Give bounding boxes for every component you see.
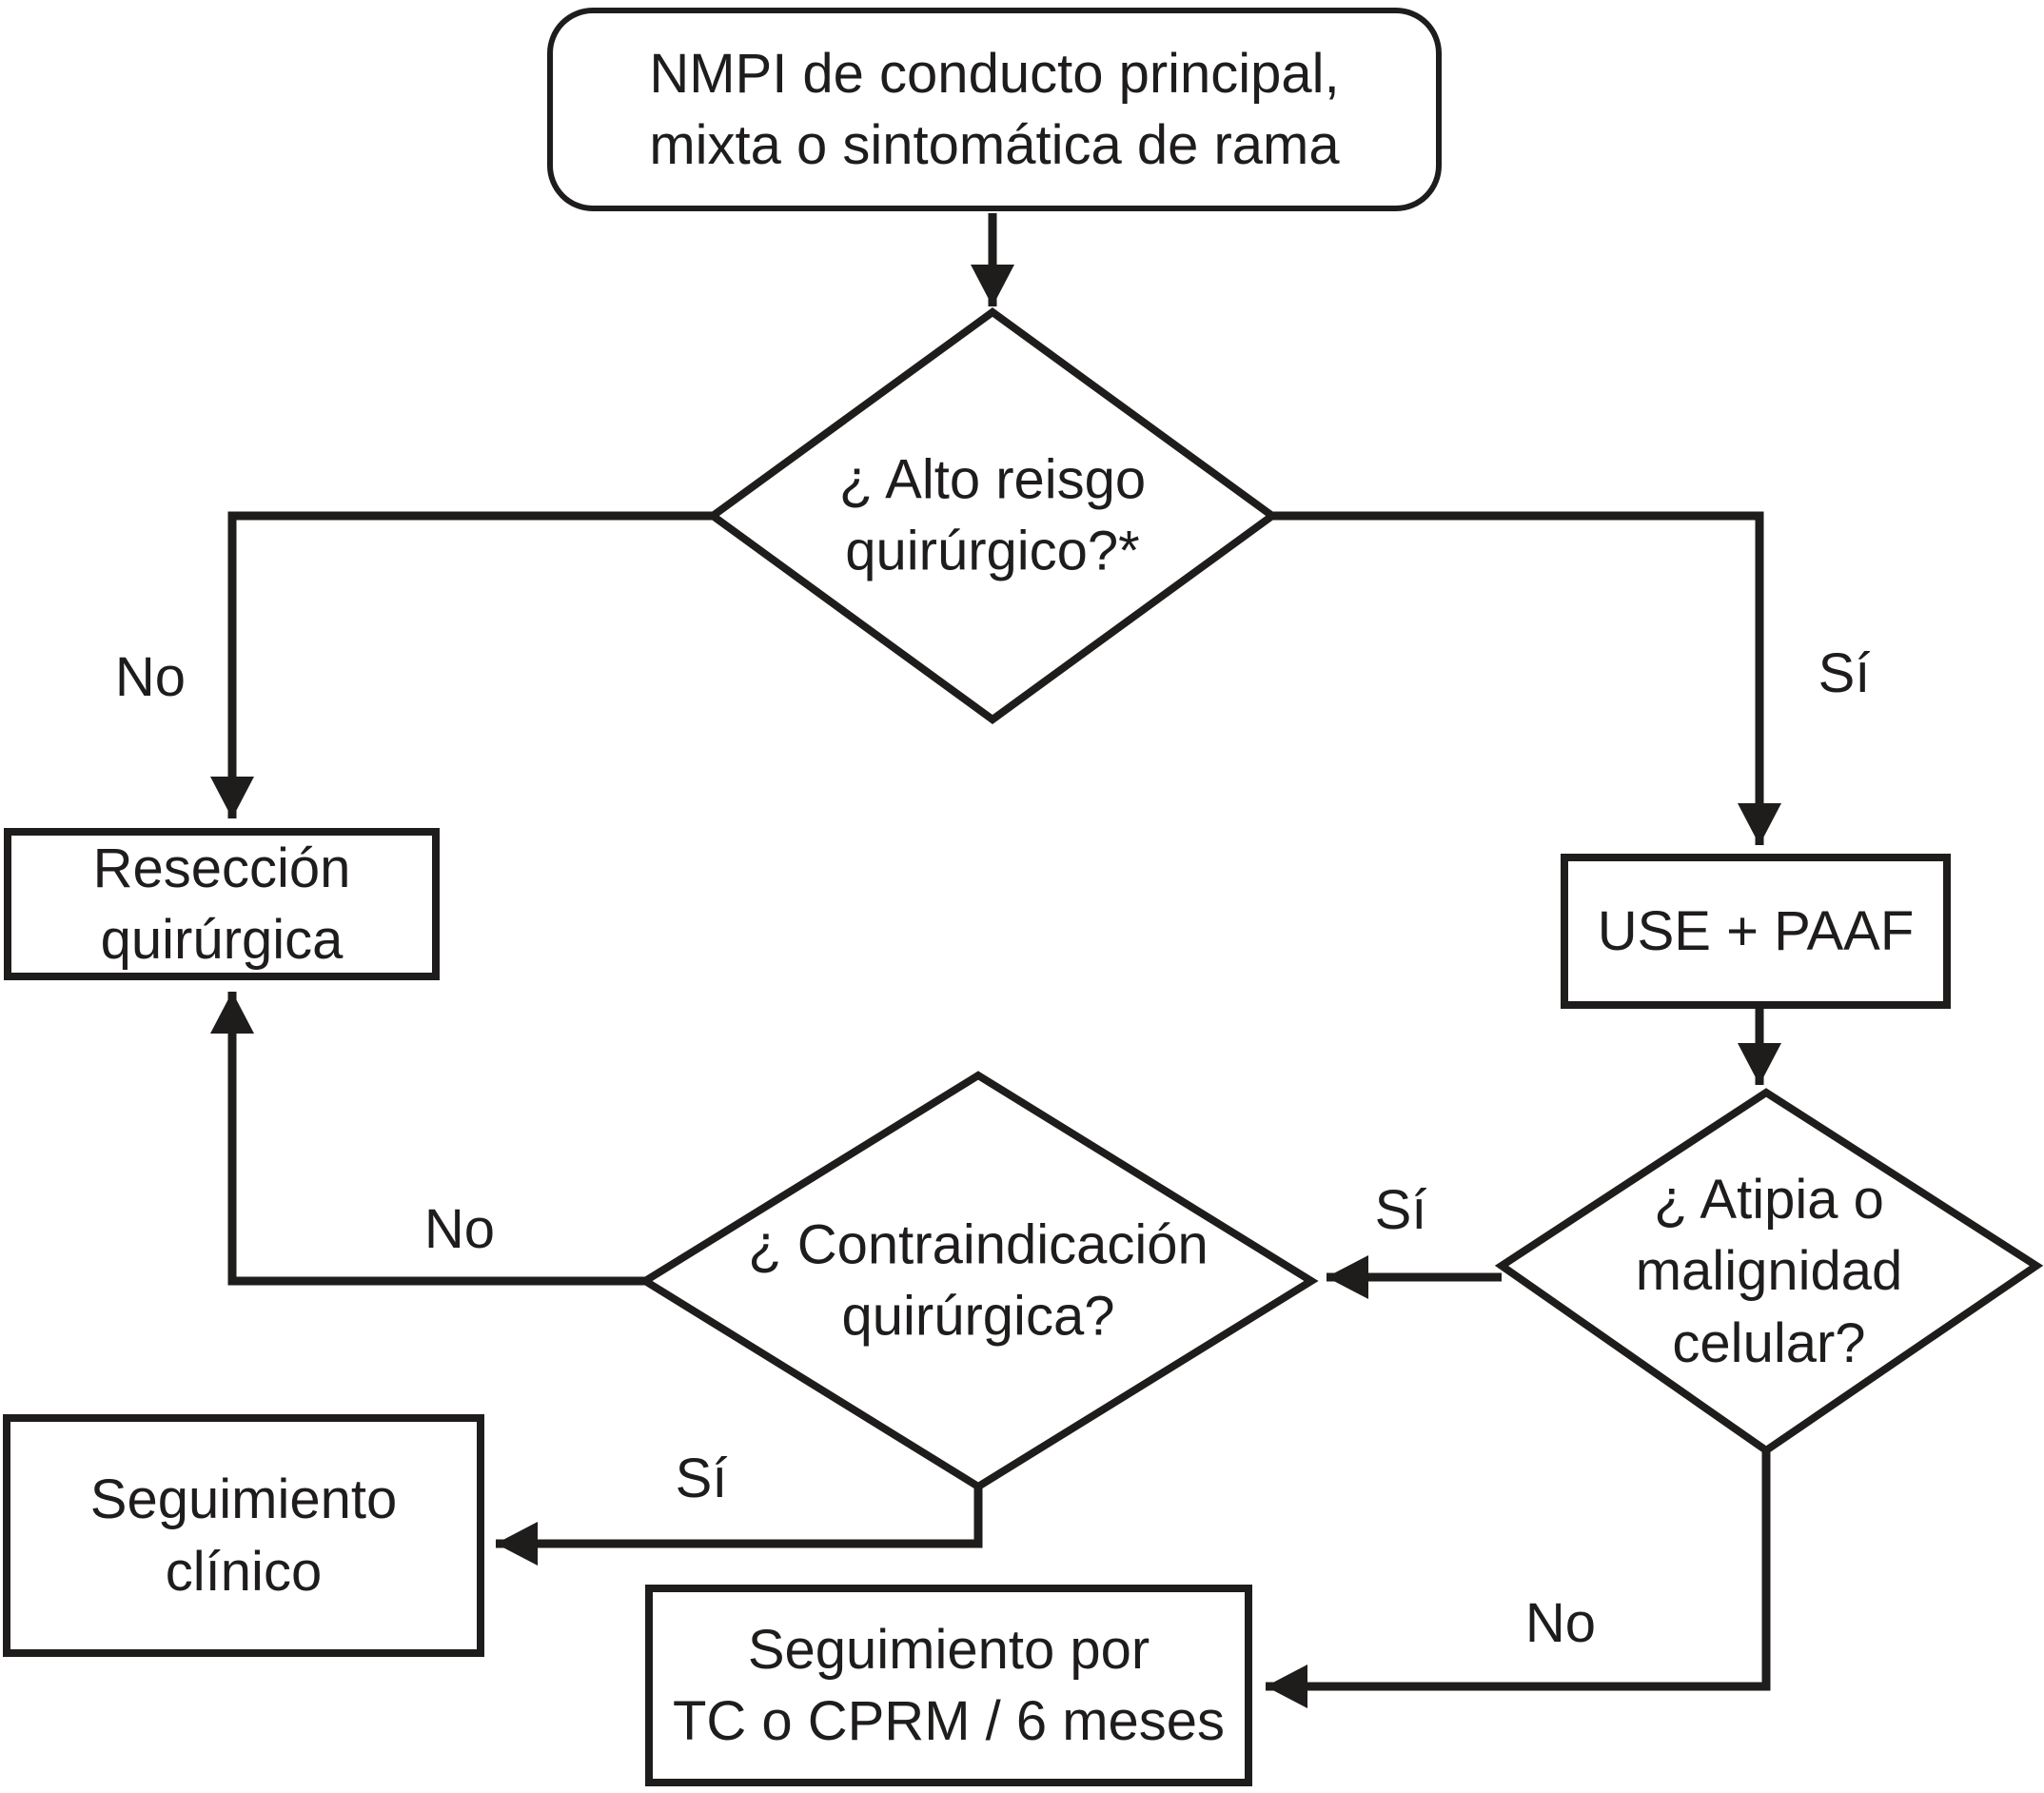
edge-label-alto-riesgo-si: Sí	[1818, 642, 1871, 704]
node-atipia: ¿ Atipia o malignidad celular?	[1545, 1164, 1993, 1379]
decision-diamond-atipia	[1494, 1088, 2044, 1455]
node-seguimiento-clinico-label: Seguimiento clínico	[89, 1468, 398, 1603]
node-seguimiento-tc-label: Seguimiento por TC o CPRM / 6 meses	[672, 1618, 1226, 1752]
node-alto-riesgo-label: ¿ Alto reisgo quirúrgico?*	[838, 448, 1147, 582]
node-seguimiento-tc: Seguimiento por TC o CPRM / 6 meses	[645, 1585, 1252, 1786]
edge-label-contraindicacion-no: No	[423, 1198, 496, 1260]
edge-alto-riesgo-si-to-use-paaf	[1270, 511, 1781, 845]
node-start: NMPI de conducto principal, mixta o sint…	[547, 8, 1442, 211]
node-contraindicacion-label: ¿ Contraindicación quirúrgica?	[748, 1213, 1209, 1348]
node-contraindicacion: ¿ Contraindicación quirúrgica?	[664, 1210, 1292, 1353]
node-atipia-label: ¿ Atipia o malignidad celular?	[1635, 1168, 1903, 1374]
edge-contraindicacion-si-to-seguimiento-clinico	[496, 1487, 983, 1566]
node-use-paaf: USE + PAAF	[1561, 854, 1951, 1009]
decision-diamond-contraindicacion	[638, 1071, 1319, 1491]
edge-label-contraindicacion-si: Sí	[675, 1448, 728, 1509]
edge-label-alto-riesgo-no: No	[114, 646, 187, 708]
edge-label-atipia-si: Sí	[1374, 1179, 1427, 1241]
edge-atipia-no-to-seguimiento-tc	[1266, 1450, 1771, 1708]
node-reseccion: Resección quirúrgica	[4, 828, 440, 980]
edge-alto-riesgo-no-to-reseccion	[210, 511, 715, 818]
node-reseccion-label: Resección quirúrgica	[92, 837, 351, 971]
node-seguimiento-clinico: Seguimiento clínico	[3, 1414, 484, 1657]
node-use-paaf-label: USE + PAAF	[1597, 899, 1915, 962]
decision-diamond-alto-riesgo	[706, 307, 1279, 724]
node-start-label: NMPI de conducto principal, mixta o sint…	[649, 42, 1340, 176]
edge-label-atipia-no: No	[1524, 1592, 1597, 1654]
edge-contraindicacion-no-to-reseccion	[210, 992, 645, 1286]
node-alto-riesgo: ¿ Alto reisgo quirúrgico?*	[726, 444, 1259, 588]
